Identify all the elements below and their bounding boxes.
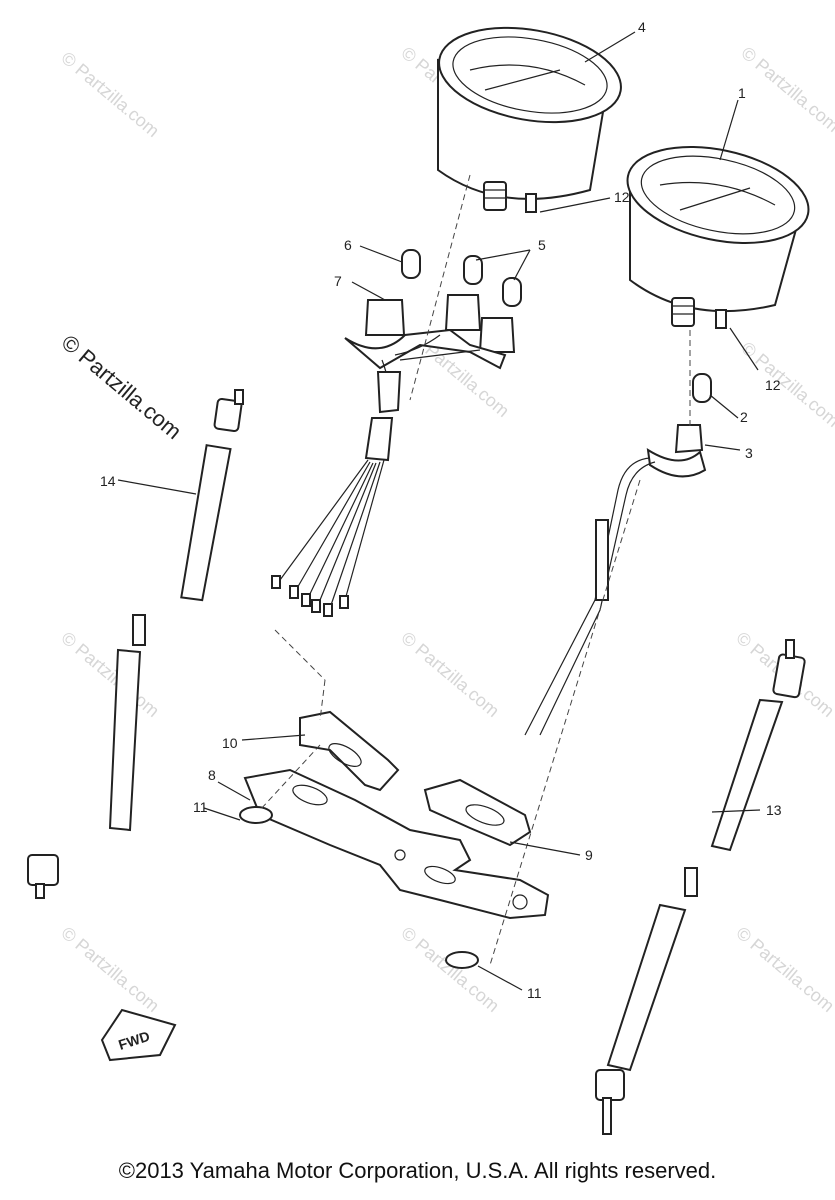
watermark-text: © Partzilla.com	[57, 923, 163, 1016]
plate-8	[243, 768, 550, 920]
watermark-text: © Partzilla.com	[57, 48, 163, 141]
watermark-text: © Partzilla.com	[397, 628, 503, 721]
callout-13: 13	[766, 802, 782, 818]
bracket-10	[299, 710, 400, 792]
grommet-11-lower	[445, 951, 479, 969]
leader-lines	[117, 31, 761, 991]
socket-cord-assembly-7	[271, 294, 516, 617]
callout-10: 10	[222, 735, 238, 751]
callout-4: 4	[638, 19, 646, 35]
bracket-9	[423, 778, 532, 847]
callout-3: 3	[745, 445, 753, 461]
bulbs-5	[463, 255, 522, 307]
bulb-6	[401, 249, 421, 279]
callout-11-lower: 11	[527, 985, 542, 1001]
exploded-parts-diagram: © Partzilla.com © Partzilla.com © Partzi…	[27, 19, 835, 1135]
callout-labels: 4 1 12 12 2 3 5 6 7 10 8 11 9 11 13 14	[100, 19, 782, 1001]
cable-assembly-13	[595, 639, 806, 1135]
forward-arrow-icon: FWD	[100, 1008, 177, 1062]
callout-14: 14	[100, 473, 116, 489]
watermark-text: © Partzilla.com	[57, 628, 163, 721]
watermark-text: © Partzilla.com	[732, 923, 835, 1016]
copyright-notice: ©2013 Yamaha Motor Corporation, U.S.A. A…	[118, 1158, 717, 1183]
callout-11-upper: 11	[193, 799, 208, 815]
callout-12-upper: 12	[614, 189, 630, 205]
meter-assembly-4	[437, 26, 622, 213]
callout-12-lower: 12	[765, 377, 781, 393]
callout-2: 2	[740, 409, 748, 425]
watermark-text: © Partzilla.com	[737, 43, 835, 136]
callout-8: 8	[208, 767, 216, 783]
watermark-dark-text: © Partzilla.com	[57, 330, 187, 444]
callout-1: 1	[738, 85, 746, 101]
bulb-2	[692, 373, 712, 403]
cable-assembly-14	[27, 389, 244, 899]
callout-9: 9	[585, 847, 593, 863]
watermark-text: © Partzilla.com	[737, 338, 835, 431]
grommet-11-upper	[239, 806, 273, 824]
socket-cord-3	[524, 424, 707, 736]
callout-6: 6	[344, 237, 352, 253]
assembly-guide-lines	[259, 174, 691, 966]
watermark-text: © Partzilla.com	[397, 923, 503, 1016]
meter-assembly-1	[626, 146, 810, 329]
callout-5: 5	[538, 237, 546, 253]
callout-7: 7	[334, 273, 342, 289]
